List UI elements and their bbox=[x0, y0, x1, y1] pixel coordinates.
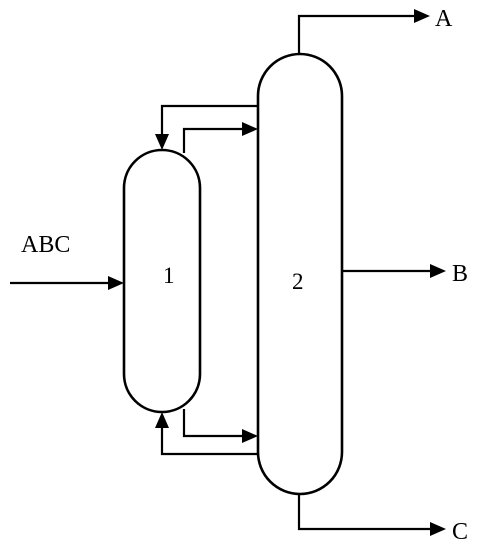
top-vapor-transfer-line bbox=[182, 127, 242, 153]
bottom-liquid-transfer-arrowhead bbox=[242, 429, 258, 443]
top-vapor-transfer-arrowhead bbox=[242, 122, 258, 136]
bottom-vapor-return-arrowhead bbox=[155, 412, 169, 428]
bottom-liquid-transfer-line bbox=[182, 409, 242, 438]
feed-arrowhead bbox=[108, 276, 124, 290]
side-product-arrowhead bbox=[430, 264, 446, 278]
column-2-label: 2 bbox=[292, 269, 304, 294]
bottom-product-label: C bbox=[452, 519, 468, 545]
bottom-product-stream-line bbox=[297, 494, 430, 531]
bottom-product-arrowhead bbox=[430, 522, 446, 536]
bottom-vapor-return-line bbox=[160, 427, 258, 456]
top-product-label: A bbox=[435, 6, 453, 32]
side-product-label: B bbox=[452, 261, 468, 287]
top-liquid-return-arrowhead bbox=[155, 134, 169, 150]
column-1-vessel bbox=[122, 148, 202, 414]
top-product-stream-line bbox=[297, 14, 414, 54]
top-liquid-return-line bbox=[160, 104, 258, 135]
column-1-label: 1 bbox=[163, 263, 175, 288]
feed-label: ABC bbox=[21, 232, 70, 258]
top-product-arrowhead bbox=[414, 9, 430, 23]
